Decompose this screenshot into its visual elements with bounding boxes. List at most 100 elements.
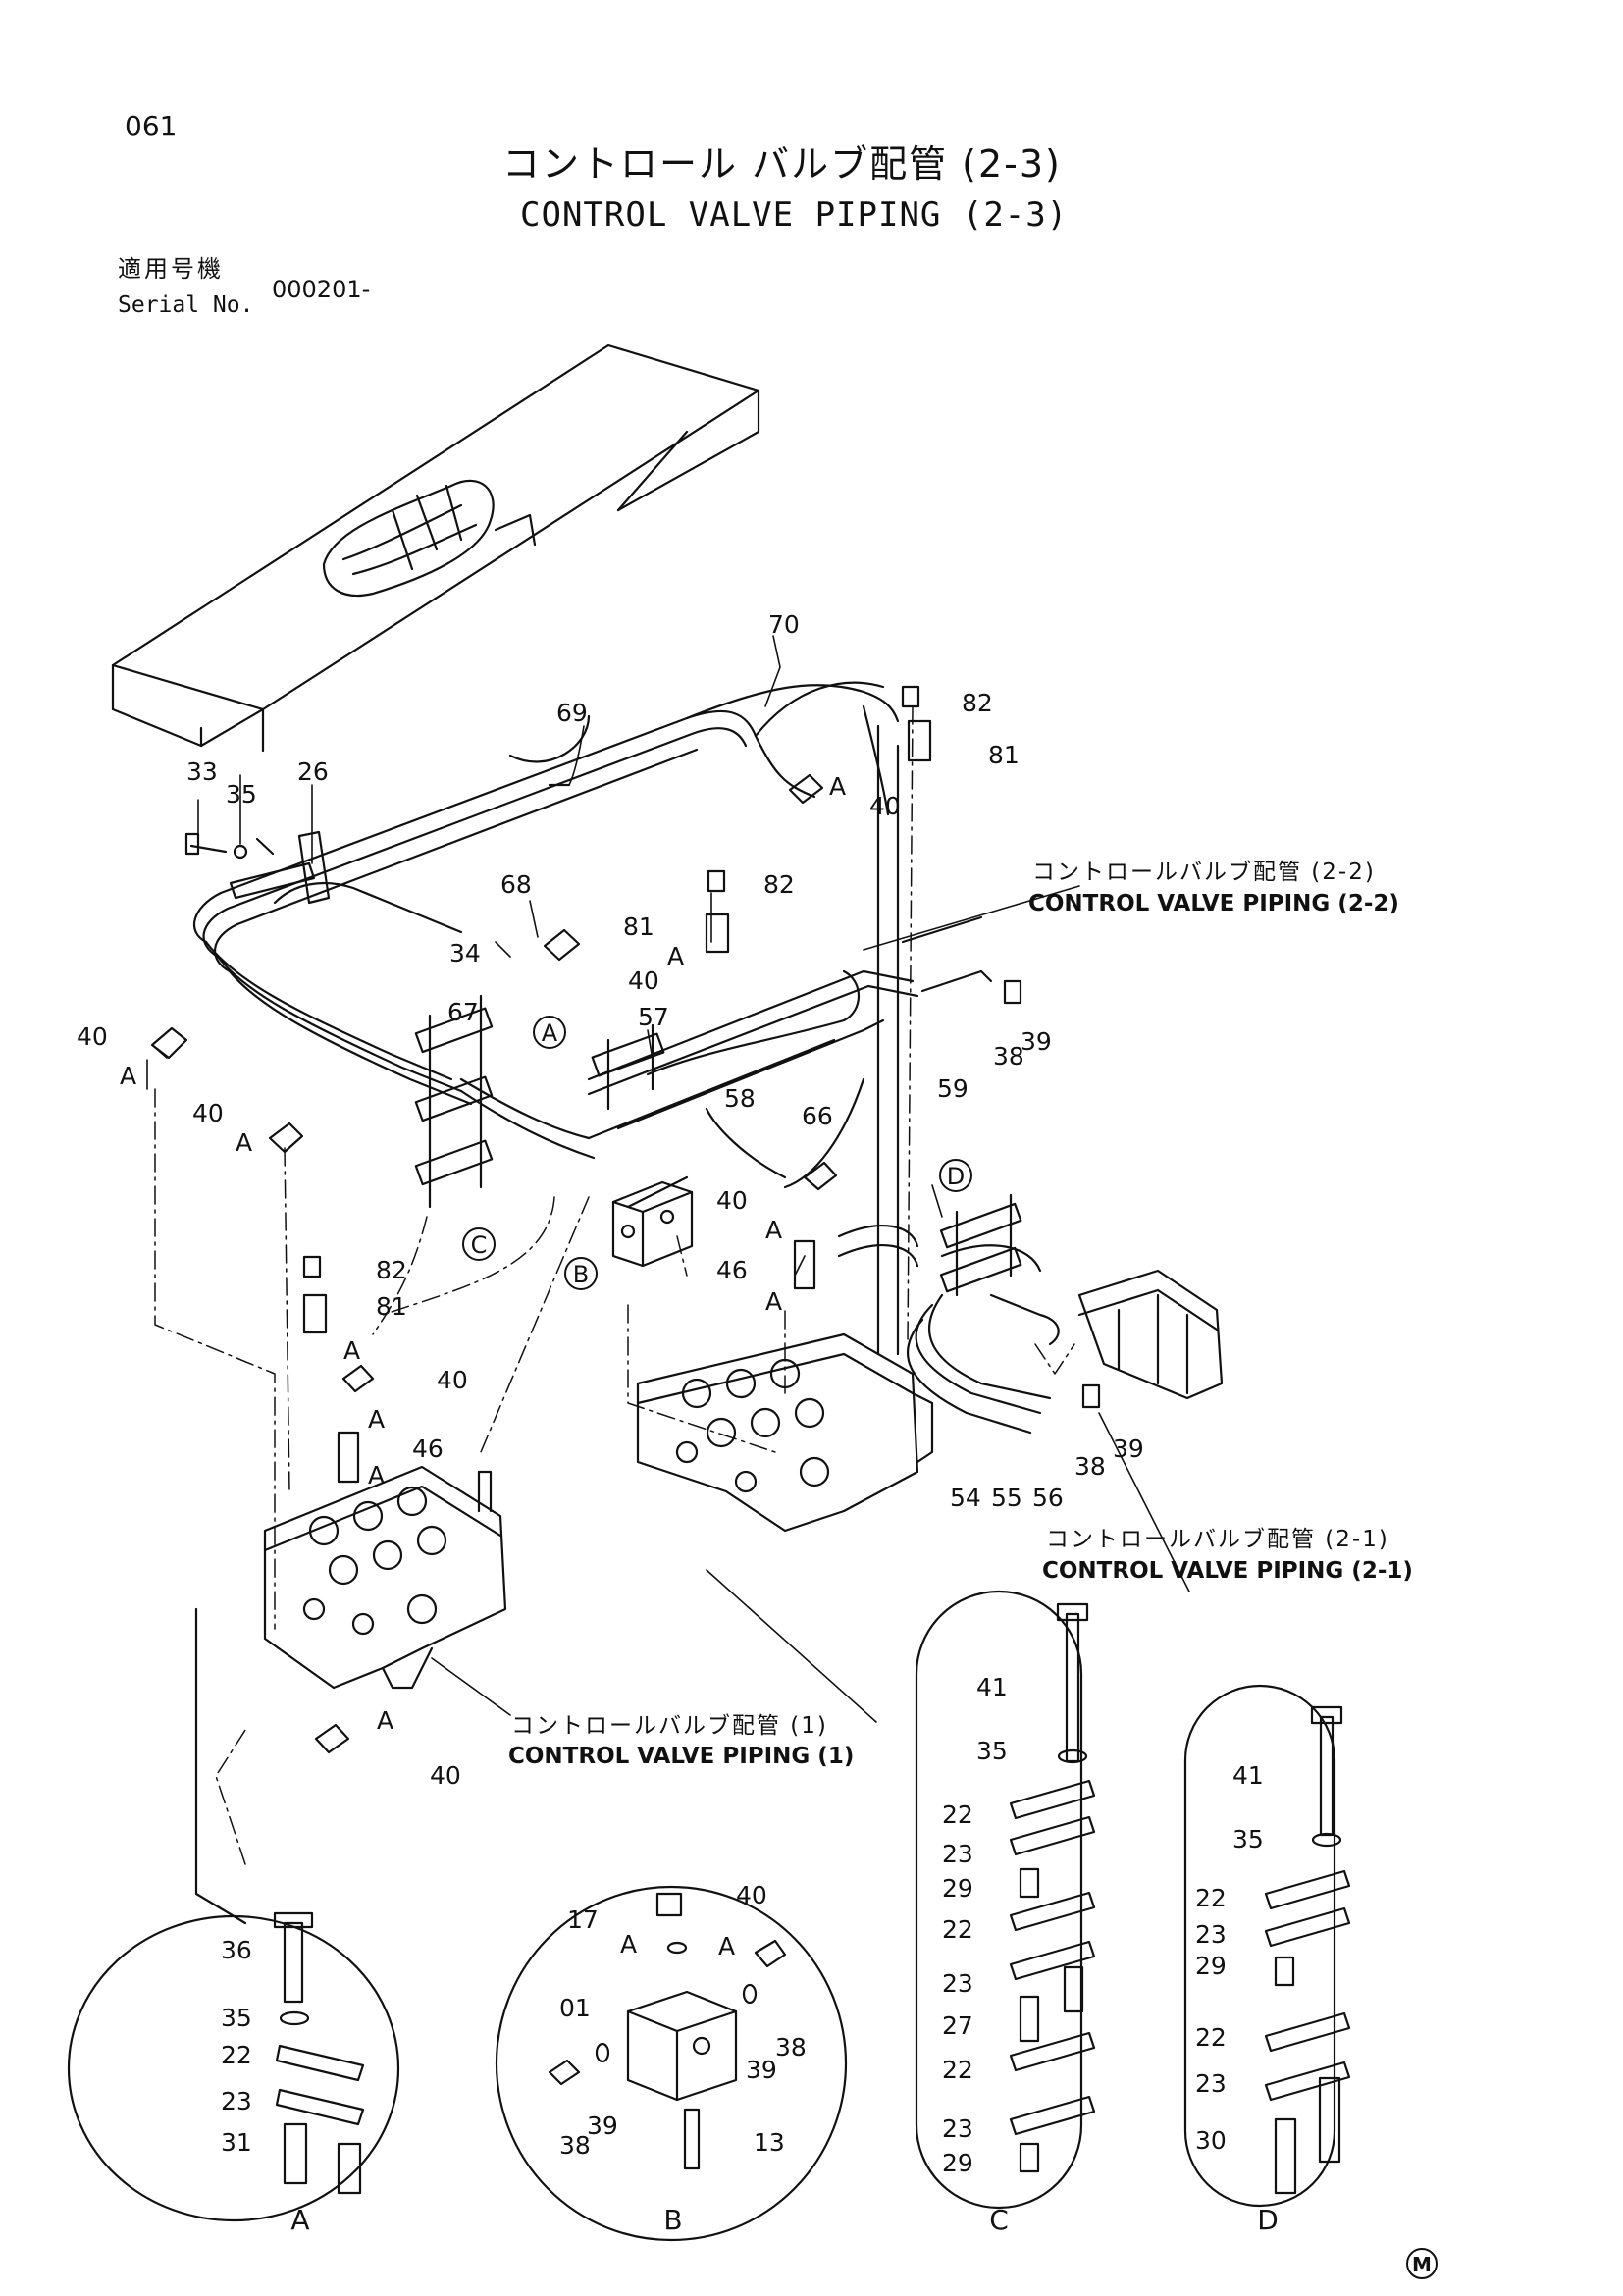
- part-label: 39: [1021, 1027, 1052, 1056]
- part-label: A: [829, 772, 846, 801]
- part-label: A: [377, 1706, 393, 1735]
- fittings: [150, 685, 1101, 1925]
- part-label: 22: [1195, 2023, 1227, 2052]
- part-label: 39: [587, 2112, 618, 2140]
- part-label: 69: [556, 699, 588, 727]
- detail-circles: [67, 1590, 1336, 2242]
- detail-label: A: [290, 2204, 309, 2236]
- part-label: 35: [976, 1737, 1008, 1765]
- reference-1-japanese: コントロールバルブ配管 (1): [511, 1713, 828, 1739]
- page-number: 061: [125, 110, 178, 142]
- part-label: 33: [186, 757, 218, 786]
- part-label: 39: [1113, 1435, 1144, 1463]
- part-label: 68: [500, 870, 532, 899]
- detail-a-parts: [273, 1911, 365, 2195]
- section-callout: C: [471, 1231, 488, 1259]
- part-label: 82: [962, 689, 993, 717]
- pipe-clamps: [414, 994, 1022, 1297]
- adaptor-block: [611, 1180, 694, 1268]
- part-label: 67: [447, 998, 479, 1026]
- part-label: 38: [559, 2131, 591, 2160]
- part-label: 46: [412, 1435, 444, 1463]
- detail-b-parts: [548, 1892, 787, 2170]
- leader-lines: [146, 635, 1190, 1723]
- part-label: 40: [437, 1366, 468, 1394]
- part-label: 40: [869, 792, 901, 820]
- connection-lines: [154, 705, 1075, 1865]
- part-label: 46: [716, 1256, 748, 1284]
- part-label: 35: [221, 2004, 252, 2032]
- part-label: A: [236, 1128, 252, 1157]
- part-label: 59: [937, 1074, 969, 1103]
- part-label: A: [718, 1932, 735, 1960]
- detail-label: C: [989, 2204, 1009, 2236]
- part-label: 81: [623, 913, 654, 941]
- part-label: 40: [736, 1881, 767, 1909]
- mounting-bracket: [184, 830, 331, 905]
- page-title: CONTROL VALVE PIPING (2-3): [520, 195, 1069, 235]
- part-label: 38: [1074, 1452, 1106, 1481]
- page-title-japanese: コントロール バルブ配管 (2-3): [502, 142, 1062, 185]
- part-label: 23: [1195, 2069, 1227, 2098]
- part-label: A: [765, 1216, 782, 1244]
- reference-2-1-japanese: コントロールバルブ配管 (2-1): [1046, 1527, 1389, 1552]
- serial-label: Serial No.: [118, 292, 254, 318]
- part-label: 01: [559, 1994, 591, 2022]
- part-label: A: [368, 1405, 385, 1434]
- part-label: 81: [988, 741, 1020, 769]
- part-label: 29: [942, 1874, 973, 1903]
- serial-number: 000201-: [272, 276, 371, 303]
- part-label: 66: [802, 1102, 833, 1130]
- serial-label-japanese: 適用号機: [118, 255, 224, 283]
- part-label: 29: [942, 2149, 973, 2177]
- part-label: 23: [221, 2087, 252, 2115]
- control-valve-manifold: [1077, 1269, 1224, 1400]
- part-label: 23: [942, 1840, 973, 1868]
- part-label: 70: [768, 610, 800, 639]
- part-label: A: [368, 1461, 385, 1489]
- part-label: A: [120, 1062, 136, 1090]
- detail-label: B: [663, 2204, 682, 2236]
- part-label: 13: [754, 2128, 785, 2157]
- part-label: 82: [763, 870, 795, 899]
- section-callout: B: [573, 1261, 589, 1288]
- part-label: 29: [1195, 1952, 1227, 1980]
- detail-label: D: [1257, 2204, 1279, 2236]
- part-label: 27: [942, 2011, 973, 2040]
- part-label: 23: [942, 1969, 973, 1998]
- part-label: 34: [449, 939, 481, 967]
- part-label: 31: [221, 2128, 252, 2157]
- part-label: 40: [430, 1761, 461, 1790]
- reference-1: CONTROL VALVE PIPING (1): [508, 1744, 855, 1769]
- part-label: 40: [77, 1022, 108, 1051]
- reference-2-1: CONTROL VALVE PIPING (2-1): [1042, 1558, 1413, 1584]
- part-label: 82: [376, 1256, 407, 1284]
- part-label: 38: [993, 1042, 1024, 1070]
- part-label: 35: [1232, 1825, 1264, 1853]
- part-label: 22: [221, 2041, 252, 2069]
- part-label: 23: [942, 2114, 973, 2143]
- part-label: 81: [376, 1292, 407, 1321]
- part-label: A: [667, 942, 684, 970]
- pipe-lines: [192, 681, 1060, 1435]
- section-callout: D: [947, 1163, 965, 1190]
- part-label: 39: [746, 2056, 777, 2084]
- part-label: 55: [991, 1484, 1022, 1512]
- part-label: 57: [638, 1003, 669, 1031]
- control-valve-right: [636, 1332, 934, 1533]
- frame-beam: [111, 343, 760, 753]
- control-valve-left: [263, 1465, 507, 1690]
- part-label: A: [343, 1336, 360, 1365]
- section-callout: A: [542, 1019, 558, 1047]
- part-label: 17: [567, 1905, 599, 1934]
- part-label: 23: [1195, 1920, 1227, 1949]
- part-label: 54: [950, 1484, 981, 1512]
- part-label: 58: [724, 1084, 756, 1113]
- part-label: 40: [716, 1186, 748, 1215]
- part-label: 22: [942, 1800, 973, 1829]
- part-label: 40: [628, 966, 659, 995]
- part-label: 56: [1032, 1484, 1064, 1512]
- reference-2-2-japanese: コントロールバルブ配管 (2-2): [1032, 860, 1376, 885]
- part-label: 40: [192, 1099, 224, 1127]
- detail-c-parts: [1009, 1602, 1096, 2173]
